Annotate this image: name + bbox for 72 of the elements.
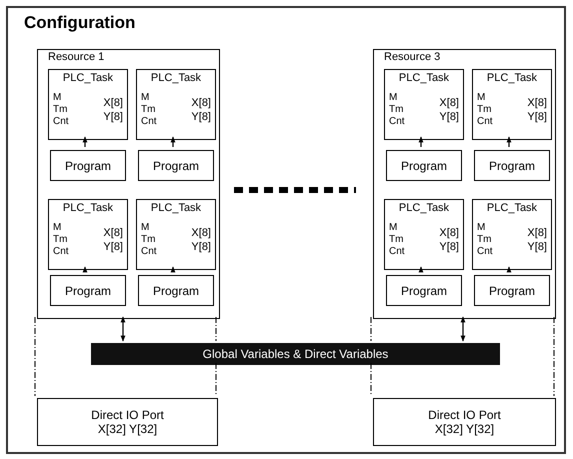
task-title: PLC_Task — [150, 203, 202, 214]
io-port-box — [37, 398, 218, 446]
arrow — [460, 316, 466, 342]
io-port-label: X[32] Y[32] — [98, 423, 158, 435]
variable-list: M Tm Cnt — [477, 92, 501, 128]
io-port-label: Direct IO Port — [428, 409, 501, 421]
resource-title: Resource 1 — [48, 52, 104, 63]
program-label: Program — [400, 282, 447, 300]
variable-list: M Tm Cnt — [389, 92, 413, 128]
program-box — [386, 150, 462, 181]
bar-label: Global Variables & Direct Variables — [202, 346, 388, 363]
task-box — [384, 69, 464, 140]
resource-box — [373, 49, 556, 319]
resource-title: Resource 3 — [384, 52, 440, 63]
program-label: Program — [488, 282, 535, 300]
variable-list: X[8] Y[8] — [431, 226, 459, 254]
program-box — [50, 275, 126, 306]
program-label: Program — [64, 282, 111, 300]
task-title: PLC_Task — [150, 73, 202, 84]
task-box — [384, 199, 464, 270]
task-box — [472, 69, 552, 140]
variable-list: X[8] Y[8] — [95, 226, 123, 254]
program-label: Program — [152, 282, 199, 300]
arrow — [418, 266, 424, 272]
program-box — [50, 150, 126, 181]
variable-list: M Tm Cnt — [141, 222, 165, 258]
variable-list: M Tm Cnt — [53, 222, 77, 258]
program-box — [138, 275, 214, 306]
program-box — [474, 275, 550, 306]
variable-list: X[8] Y[8] — [431, 96, 459, 124]
arrow — [506, 136, 512, 147]
task-box — [48, 69, 128, 140]
program-label: Program — [152, 158, 199, 174]
program-label: Program — [488, 158, 535, 174]
arrow — [170, 266, 176, 272]
variable-list: X[8] Y[8] — [183, 226, 211, 254]
program-label: Program — [64, 158, 111, 174]
variable-list: X[8] Y[8] — [183, 96, 211, 124]
io-port-label: Direct IO Port — [91, 409, 164, 421]
configuration-frame — [6, 6, 566, 454]
arrow — [506, 266, 512, 272]
task-box — [48, 199, 128, 270]
program-box — [474, 150, 550, 181]
io-port-label: X[32] Y[32] — [434, 423, 494, 435]
variable-list: M Tm Cnt — [141, 92, 165, 128]
variable-list: X[8] Y[8] — [519, 96, 547, 124]
variable-list: X[8] Y[8] — [95, 96, 123, 124]
task-title: PLC_Task — [398, 203, 450, 214]
arrow — [170, 136, 176, 147]
task-title: PLC_Task — [486, 203, 538, 214]
arrow — [82, 266, 88, 272]
io-port-box — [373, 398, 556, 446]
arrow — [120, 316, 126, 342]
program-box — [138, 150, 214, 181]
variables-bar — [91, 343, 500, 365]
task-box — [136, 199, 216, 270]
variable-list: M Tm Cnt — [389, 222, 413, 258]
variable-list: M Tm Cnt — [53, 92, 77, 128]
program-label: Program — [400, 158, 447, 174]
task-title: PLC_Task — [486, 73, 538, 84]
arrow — [82, 136, 88, 147]
task-box — [472, 199, 552, 270]
variable-list: M Tm Cnt — [477, 222, 501, 258]
frame-title: Configuration — [24, 14, 136, 31]
task-title: PLC_Task — [398, 73, 450, 84]
arrow — [418, 136, 424, 147]
task-box — [136, 69, 216, 140]
resource-box — [37, 49, 220, 319]
task-title: PLC_Task — [62, 203, 114, 214]
program-box — [386, 275, 462, 306]
task-title: PLC_Task — [62, 73, 114, 84]
variable-list: X[8] Y[8] — [519, 226, 547, 254]
